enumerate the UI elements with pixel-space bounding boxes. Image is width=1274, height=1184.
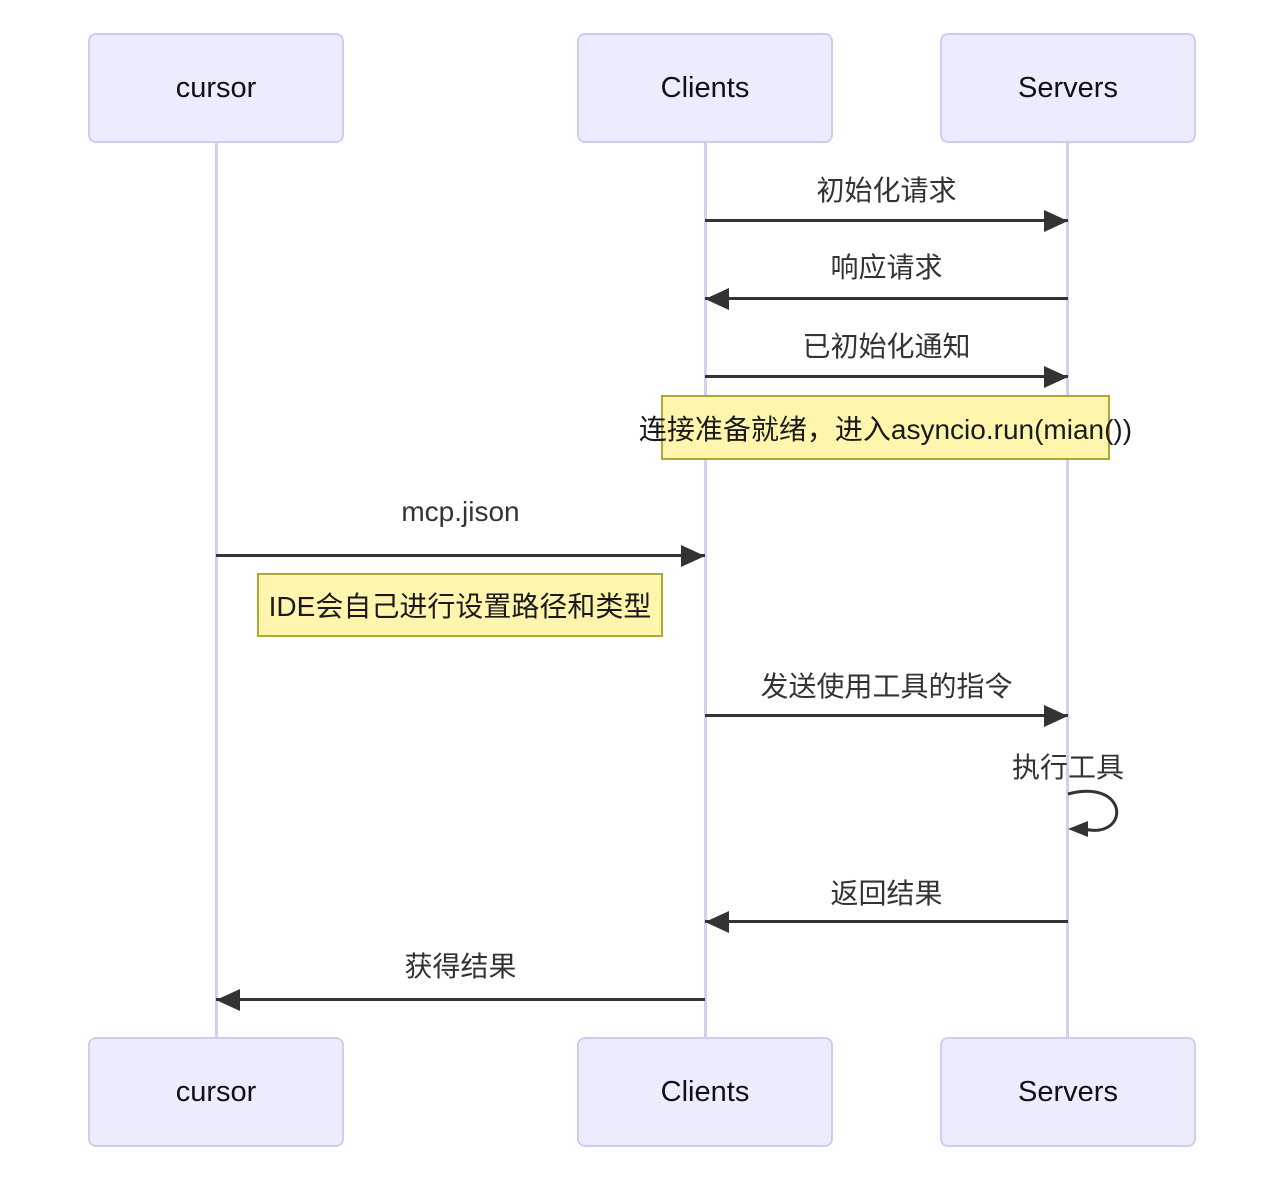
arrowhead-left-icon	[705, 911, 729, 933]
message-mcp-jison-line	[216, 554, 705, 557]
message-execute-tool-label: 执行工具	[1011, 752, 1124, 783]
message-send-tool-command-line	[705, 714, 1068, 717]
actor-top-cursor: cursor	[88, 33, 344, 143]
self-loop-arrow-icon	[1067, 789, 1119, 837]
message-send-tool-command-label: 发送使用工具的指令	[760, 671, 1013, 702]
arrowhead-left-icon	[216, 989, 240, 1011]
message-return-result-line	[705, 920, 1068, 923]
note-text: IDE会自己进行设置路径和类型	[268, 591, 652, 622]
note-ide-config: IDE会自己进行设置路径和类型	[257, 573, 663, 637]
message-initialized-notify-line	[705, 375, 1068, 378]
message-initialized-notify-label: 已初始化通知	[802, 331, 971, 362]
actor-bottom-servers: Servers	[940, 1037, 1196, 1147]
message-init-request-label: 初始化请求	[816, 175, 957, 206]
arrowhead-right-icon	[1044, 705, 1068, 727]
lifeline-clients	[704, 143, 707, 1037]
message-get-result-line	[216, 998, 705, 1001]
message-init-request-line	[705, 219, 1068, 222]
actor-label: Clients	[660, 1075, 750, 1108]
note-connection-ready: 连接准备就绪，进入asyncio.run(mian())	[639, 395, 1132, 460]
actor-top-clients: Clients	[577, 33, 833, 143]
arrowhead-left-icon	[705, 288, 729, 310]
arrowhead-right-icon	[1044, 366, 1068, 388]
message-return-result-label: 返回结果	[830, 878, 943, 909]
message-mcp-jison-label: mcp.jison	[401, 496, 520, 527]
message-get-result-label: 获得结果	[404, 951, 517, 982]
actor-label: cursor	[175, 71, 257, 104]
message-response-request-line	[705, 297, 1068, 300]
note-text: 连接准备就绪，进入asyncio.run(mian())	[638, 413, 1133, 445]
actor-top-servers: Servers	[940, 33, 1196, 143]
arrowhead-right-icon	[1044, 210, 1068, 232]
actor-label: cursor	[175, 1075, 257, 1108]
lifeline-servers	[1066, 143, 1069, 1037]
actor-bottom-cursor: cursor	[88, 1037, 344, 1147]
actor-bottom-clients: Clients	[577, 1037, 833, 1147]
actor-label: Servers	[1018, 71, 1118, 104]
lifeline-cursor	[215, 143, 218, 1037]
actor-label: Clients	[660, 71, 750, 104]
arrowhead-right-icon	[681, 545, 705, 567]
actor-label: Servers	[1018, 1075, 1118, 1108]
message-response-request-label: 响应请求	[830, 252, 943, 283]
